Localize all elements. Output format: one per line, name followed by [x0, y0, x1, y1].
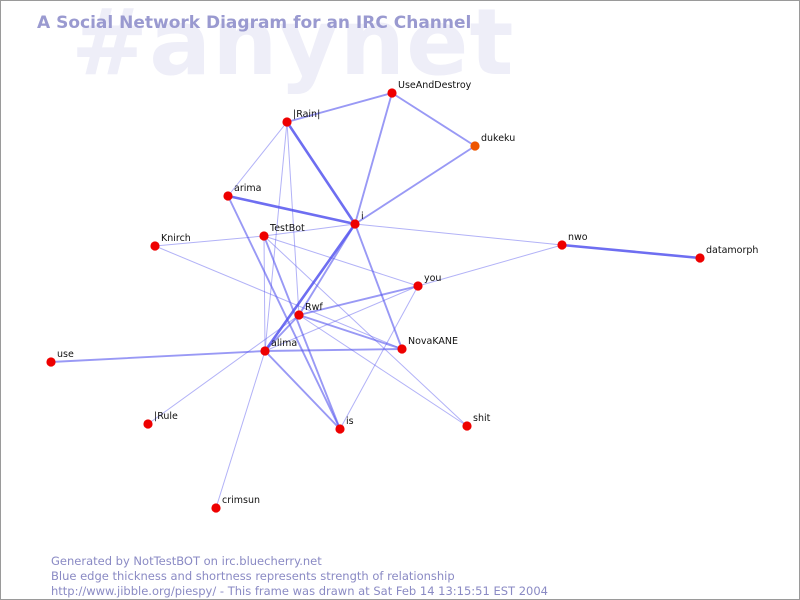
node-dot [335, 424, 345, 434]
edge-UseAndDestroy-i [354, 92, 393, 225]
node-label: nwo [568, 232, 588, 243]
node-dot [470, 141, 480, 151]
node-label: is [346, 416, 354, 427]
node-nwo: nwo [557, 232, 588, 250]
node-label: use [57, 349, 74, 360]
edge-arima-i [226, 194, 357, 226]
edge-alima-crimsun [215, 350, 266, 509]
edge-Knirch-NovaKANE [154, 245, 403, 350]
node-dot [260, 346, 270, 356]
node-label: TestBot [269, 223, 305, 234]
node-novakane: NovaKANE [397, 336, 458, 354]
node-label: you [424, 273, 441, 284]
edge-Rain-i [285, 120, 357, 226]
node-alima: alima [260, 338, 297, 356]
edge-UseAndDestroy-dukeku [391, 92, 476, 147]
footer-credit: http://www.jibble.org/piespy/ - This fra… [51, 584, 548, 598]
edge-Rwf-shit [298, 314, 468, 427]
node-dot [387, 88, 397, 98]
node-label: dukeku [481, 133, 515, 144]
edge-you-is [339, 285, 419, 430]
node-crimsun: crimsun [211, 495, 260, 513]
node-label: NovaKANE [408, 336, 458, 347]
node-label: i [361, 211, 364, 222]
edge-TestBot-alima [263, 235, 266, 352]
edge-you-alima [264, 285, 419, 352]
node-dot [143, 419, 153, 429]
footer-generated-by: Generated by NotTestBOT on irc.bluecherr… [51, 554, 322, 568]
edge-Rain-arima [227, 121, 288, 197]
edge-nwo-datamorph [560, 243, 702, 260]
node-dot [223, 191, 233, 201]
node-dot [557, 240, 567, 250]
edge-Rwf-NovaKANE [298, 314, 403, 350]
node-use: use [46, 349, 74, 367]
node-dot [150, 241, 160, 251]
node-label: |Rain| [293, 109, 320, 120]
edge-TestBot-is [263, 235, 341, 430]
node-testbot: TestBot [259, 223, 305, 241]
node-label: alima [271, 338, 297, 349]
node-label: UseAndDestroy [398, 80, 472, 91]
edge-alima-NovaKANE [264, 348, 403, 352]
edge-Rain-alima [264, 121, 288, 352]
footer: Generated by NotTestBOT on irc.bluecherr… [51, 554, 548, 599]
node-layer: UseAndDestroy dukeku |Rain| arima iTestBotKn… [46, 80, 758, 513]
edge-i-TestBot [263, 223, 356, 237]
edge-Rain-Rwf [286, 121, 300, 316]
edge-i-alima [263, 222, 357, 353]
node-label: Rwf [305, 302, 323, 313]
node-is: is [335, 416, 354, 434]
node-i: i [350, 211, 364, 229]
edge-dukeku-i [354, 145, 476, 225]
node-label: Knirch [161, 233, 191, 244]
node-label: |Rule [154, 411, 178, 422]
node-knirch: Knirch [150, 233, 191, 251]
edge-nwo-you [417, 244, 563, 287]
edge-arima-is [227, 195, 341, 430]
node-dot [350, 219, 360, 229]
node-dot [462, 421, 472, 431]
edge-alima-is [264, 350, 341, 430]
edge-i-NovaKANE [354, 223, 403, 350]
node-dot [282, 117, 292, 127]
edge-Knirch-TestBot [154, 235, 265, 247]
node-label: crimsun [222, 495, 260, 506]
node-label: shit [473, 413, 491, 424]
channel-watermark: #anynet [71, 0, 515, 96]
node-label: arima [234, 183, 261, 194]
node-label: datamorph [706, 245, 758, 256]
node-rain: |Rain| [282, 109, 320, 127]
node-dot [211, 503, 221, 513]
node-dot [413, 281, 423, 291]
node-datamorph: datamorph [695, 245, 758, 263]
edge-i-nwo [354, 223, 563, 246]
node-useanddestroy: UseAndDestroy [387, 80, 472, 98]
node-arima: arima [223, 183, 261, 201]
edge-alima-use [50, 350, 266, 363]
edge-Rwf-Rule [147, 314, 300, 425]
edge-Rwf-alima [264, 314, 300, 352]
edge-layer [50, 92, 702, 509]
node-dukeku: dukeku [470, 133, 515, 151]
node-dot [397, 344, 407, 354]
edge-TestBot-shit [263, 235, 468, 427]
node-dot [46, 357, 56, 367]
edge-UseAndDestroy-Rain [286, 92, 393, 123]
node-rule: |Rule [143, 411, 178, 429]
footer-legend: Blue edge thickness and shortness repres… [51, 569, 455, 583]
node-dot [294, 310, 304, 320]
node-dot [259, 231, 269, 241]
node-dot [695, 253, 705, 263]
edge-you-Rwf [298, 285, 419, 316]
edge-TestBot-you [263, 235, 419, 287]
node-shit: shit [462, 413, 491, 431]
node-you: you [413, 273, 441, 291]
diagram-title: A Social Network Diagram for an IRC Chan… [37, 13, 472, 33]
node-rwf: Rwf [294, 302, 323, 320]
